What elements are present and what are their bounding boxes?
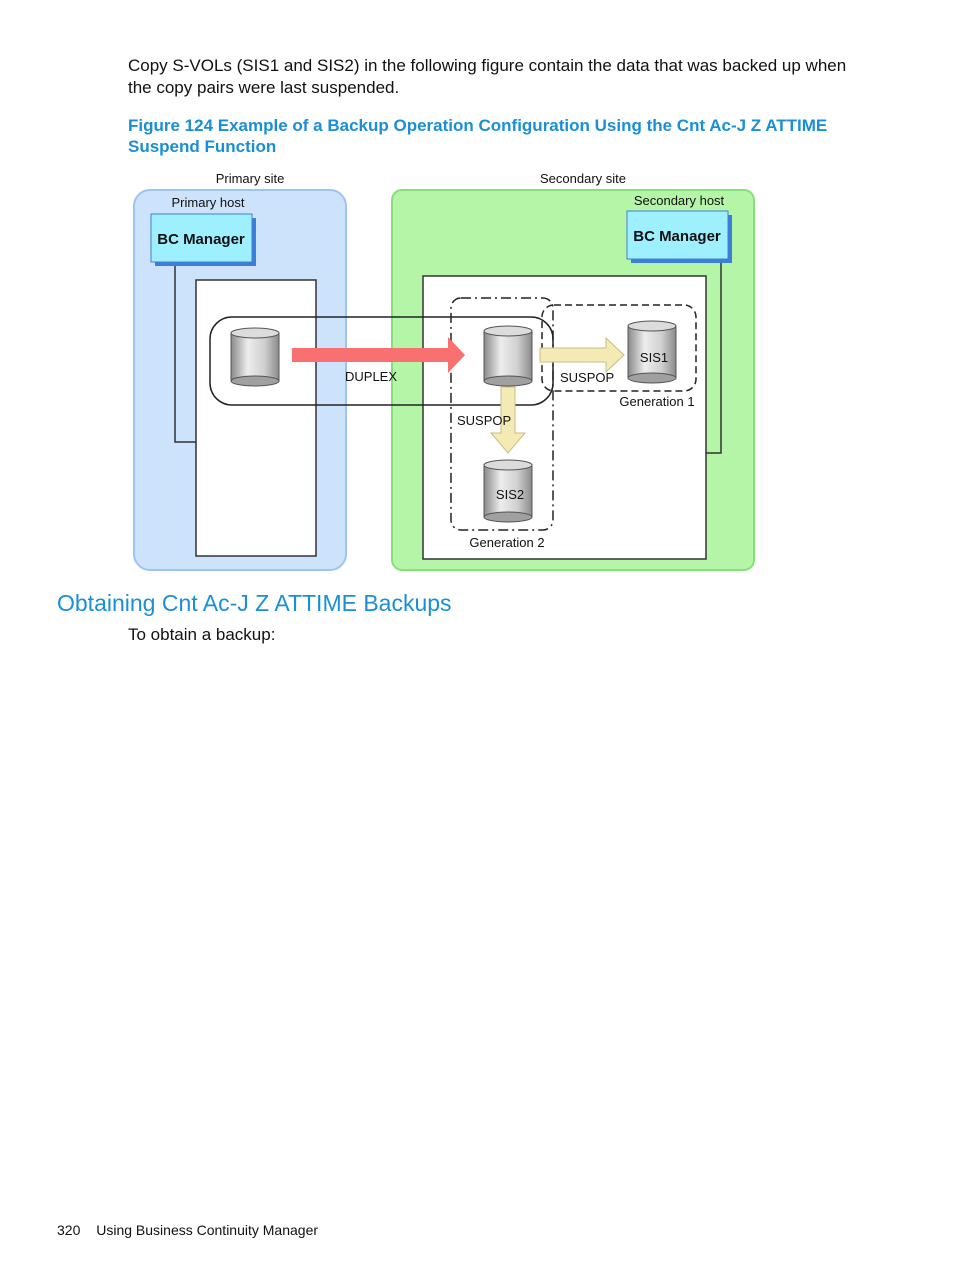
sis1-volume-icon [627, 320, 677, 384]
duplex-label: DUPLEX [345, 369, 397, 384]
suspop-right-arrow [539, 336, 625, 374]
suspop-right-label: SUSPOP [560, 370, 614, 385]
page-number: 320 [57, 1222, 81, 1238]
primary-host-connection [174, 266, 196, 443]
chapter-title: Using Business Continuity Manager [96, 1222, 319, 1238]
secondary-bc-manager-label: BC Manager [633, 228, 721, 245]
primary-volume-icon [230, 327, 280, 387]
sis1-label: SIS1 [640, 350, 668, 365]
intro-paragraph: Copy S-VOLs (SIS1 and SIS2) in the follo… [128, 56, 847, 97]
suspop-down-label: SUSPOP [457, 413, 511, 428]
primary-host-label: Primary host [172, 195, 245, 210]
secondary-site-label: Secondary site [540, 171, 626, 186]
primary-site-label: Primary site [216, 171, 285, 186]
backup-configuration-figure: Primary site Secondary site Primary host… [128, 165, 758, 575]
sis2-volume-icon [483, 459, 533, 523]
generation1-label: Generation 1 [619, 394, 694, 409]
primary-bc-manager-label: BC Manager [157, 231, 245, 248]
primary-bc-manager-box [150, 213, 253, 263]
section-heading: Obtaining Cnt Ac-J Z ATTIME Backups [57, 590, 452, 616]
sis2-label: SIS2 [496, 487, 524, 502]
suspop-down-arrow [489, 386, 527, 454]
section-lead: To obtain a backup: [128, 625, 276, 644]
duplex-arrow [292, 337, 465, 373]
generation2-outline [450, 297, 554, 531]
secondary-volume-icon [483, 325, 533, 387]
generation2-label: Generation 2 [469, 535, 544, 550]
secondary-bc-manager-box [626, 210, 729, 260]
secondary-host-label: Secondary host [634, 193, 725, 208]
page-footer: 320 Using Business Continuity Manager [57, 1222, 318, 1238]
secondary-host-connection [706, 263, 722, 454]
primary-storage-box [195, 279, 317, 557]
figure-caption: Figure 124 Example of a Backup Operation… [128, 116, 828, 156]
